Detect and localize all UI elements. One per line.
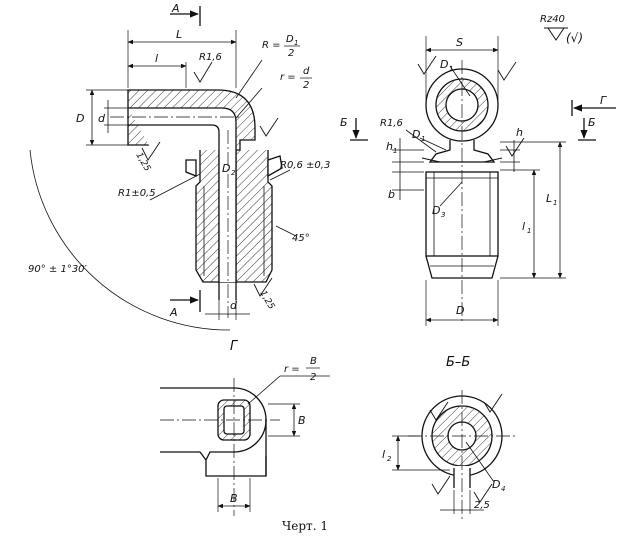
r-num: D [286, 34, 294, 45]
arrow-G-label: Г [600, 94, 607, 107]
dim-B-vert: B [298, 414, 306, 427]
dim-D2-sub: 2 [231, 169, 236, 177]
dim-L1-sub: 1 [553, 199, 557, 207]
angle-45-label: 45° [292, 233, 310, 244]
elbow-fitting-view [29, 6, 297, 331]
elbow-labels: А А L l R1,6 R = D 1 2 r = d 2 D d D 2 R… [28, 2, 330, 319]
dim-b: b [388, 188, 395, 201]
section-b-right-label: Б [588, 116, 596, 129]
dim-h1-sub: 1 [393, 147, 397, 155]
dim-2-5: 2,5 [474, 500, 490, 511]
section-a-bottom-label: А [169, 306, 178, 319]
dim-l2: l [382, 448, 385, 461]
dim-S: S [456, 36, 463, 49]
dim-D: D [76, 112, 84, 125]
figure-caption: Черт. 1 [282, 519, 328, 533]
dim-l2-sub: 2 [387, 455, 392, 463]
r-num-sub: 1 [294, 39, 298, 47]
dim-l1-sub: 1 [527, 227, 531, 235]
dim-D4: D [492, 478, 500, 491]
dim-D2: D [222, 162, 230, 175]
r1-label: R1±0,5 [118, 188, 156, 199]
rB-den: 2 [310, 372, 316, 383]
rB-num: B [310, 356, 317, 367]
dim-h: h [516, 126, 523, 139]
dim-D1-right-sub: 1 [449, 65, 453, 73]
dim-h1: h [386, 140, 393, 153]
side-view-labels: Rz40 (√) S D 1 Г Б Б R1,6 D 1 h h 1 b D … [340, 14, 607, 317]
dim-l: l [155, 52, 158, 65]
r-formula-label: R = [262, 40, 281, 51]
r06-label: R0,6 ±0,3 [280, 160, 330, 171]
r-small-den: 2 [303, 80, 309, 91]
dim-L: L [176, 28, 182, 41]
dim-D-right: D [456, 304, 464, 317]
r16-left-label: R1,6 [199, 52, 222, 63]
rz125-a-label: 1,25 [133, 151, 152, 174]
dim-B-horiz: B [230, 492, 238, 505]
section-b-left-label: Б [340, 116, 348, 129]
view-g [160, 375, 330, 516]
dim-d: d [98, 112, 106, 125]
dim-D4-sub: 4 [501, 485, 505, 493]
dim-D1-right2-sub: 1 [421, 135, 425, 143]
r-small-num: d [303, 66, 310, 77]
section-bb [392, 390, 516, 520]
view-g-labels: Г r = B 2 B B [230, 339, 320, 505]
section-bb-labels: Б–Б l 2 D 4 2,5 [382, 355, 505, 511]
side-view [350, 27, 616, 326]
dim-D1-right2: D [412, 128, 420, 141]
r-den: 2 [288, 48, 294, 59]
angle-90-label: 90° ± 1°30′ [28, 264, 88, 275]
r16-right-label: R1,6 [380, 118, 403, 129]
dim-D3: D [432, 204, 440, 217]
view-g-title: Г [230, 339, 239, 354]
dim-d-bottom: d [230, 299, 238, 312]
rz125-b-label: 1,25 [257, 289, 276, 312]
section-bb-title: Б–Б [446, 355, 470, 370]
dim-D1-right: D [440, 58, 448, 71]
r-small-formula: r = [280, 72, 296, 83]
dim-L1: L [546, 192, 552, 205]
rz40-label: Rz40 [540, 14, 565, 25]
section-a-top-label: А [171, 2, 180, 15]
rB-formula: r = [284, 364, 300, 375]
check-symbol: (√) [566, 31, 583, 45]
dim-D3-sub: 3 [441, 211, 445, 219]
dim-l1: l [522, 220, 525, 233]
